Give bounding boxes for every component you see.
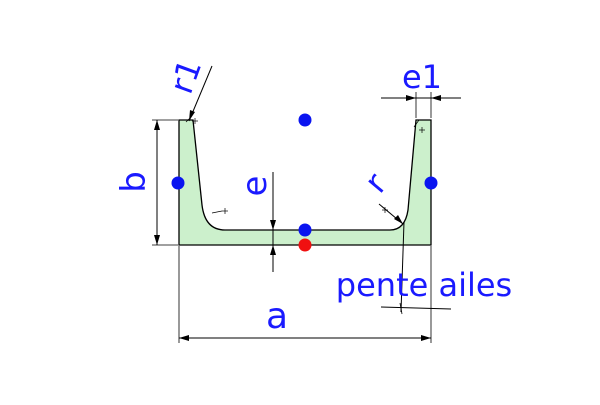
point-right-flange (424, 176, 438, 190)
point-left-flange (171, 176, 185, 190)
dimension-a (178, 246, 432, 343)
leader-r1 (188, 65, 213, 122)
channel-profile (178, 119, 432, 246)
dimension-e1 (381, 92, 461, 118)
dimension-b (152, 119, 178, 246)
label-a: a (266, 296, 288, 337)
label-r1: r1 (162, 54, 209, 98)
leader-r (378, 203, 404, 225)
dimension-e (270, 172, 276, 272)
construction-marks (185, 117, 425, 214)
label-e: e (235, 176, 275, 197)
label-r: r (357, 165, 395, 200)
label-pente-ailes: pente ailes (336, 266, 512, 304)
point-web-top (298, 223, 312, 237)
label-b: b (114, 171, 154, 193)
point-web-bottom (298, 238, 312, 252)
label-e1: e1 (402, 58, 442, 96)
point-top-center (298, 113, 312, 127)
dimension-pente-ailes (380, 221, 452, 315)
